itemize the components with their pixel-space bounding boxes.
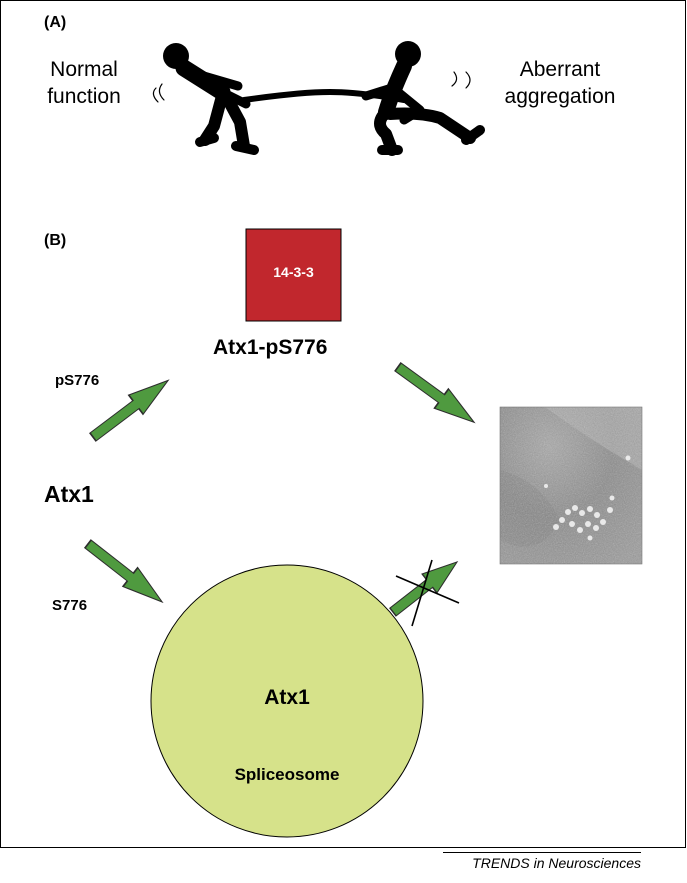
atx1-ps776-label: Atx1-pS776 [213, 336, 328, 359]
figure-frame [0, 0, 686, 848]
protein-14-3-3-box [245, 228, 342, 322]
s776-arrow-label: S776 [52, 597, 88, 614]
footer-rule [443, 852, 641, 853]
electron-micrograph-image [499, 406, 643, 565]
normal-text-line1: Normal [50, 58, 118, 81]
block-cross [395, 559, 460, 627]
arrow-down-S776 [83, 539, 164, 604]
spliceosome-circle [150, 564, 424, 838]
aberrant-text-line2: aggregation [504, 85, 616, 108]
arrow-to-aggregate [394, 362, 476, 424]
panel-a-label: (A) [44, 14, 67, 31]
arrow-blocked [389, 561, 459, 617]
atx1-label: Atx1 [44, 481, 94, 507]
left-stick-figure [152, 43, 259, 155]
normal-text-line2: function [47, 85, 121, 108]
ps776-arrow-label: pS776 [55, 372, 100, 389]
circle-atx1-label: Atx1 [264, 686, 310, 709]
tug-of-war-illustration [152, 41, 485, 156]
journal-footer: TRENDS in Neurosciences [472, 855, 641, 871]
aberrant-text-line1: Aberrant [519, 58, 601, 81]
aberrant-aggregation-text: Aberrant aggregation [500, 56, 620, 110]
protein-14-3-3-label: 14-3-3 [273, 264, 314, 280]
panel-b-label: (B) [44, 232, 67, 249]
spliceosome-label: Spliceosome [234, 765, 340, 784]
normal-function-text: Normal function [38, 56, 130, 110]
arrow-up-pS776 [89, 379, 170, 442]
right-stick-figure [361, 41, 485, 156]
